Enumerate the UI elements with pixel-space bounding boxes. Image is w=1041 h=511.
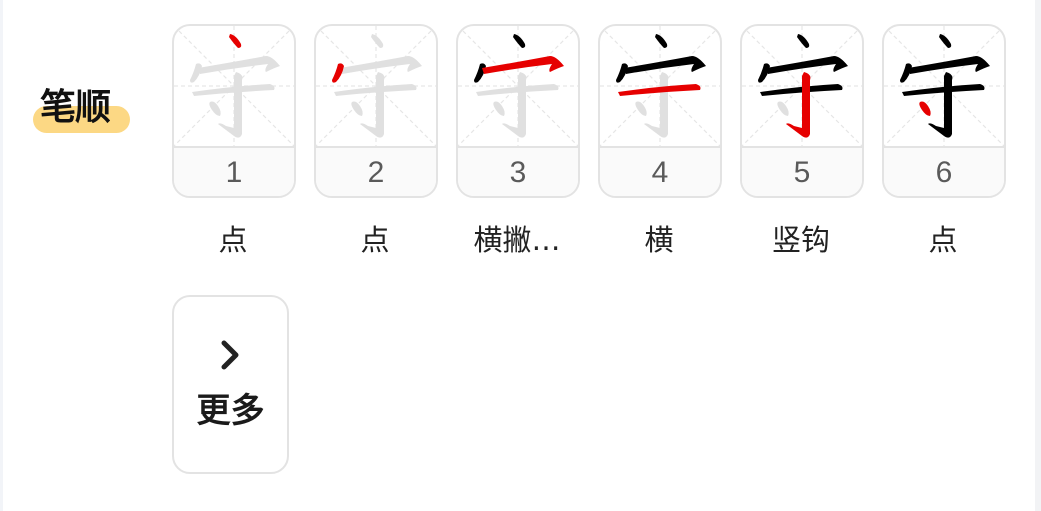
character-grid-icon [884,26,1004,146]
stroke-step-card-2[interactable]: 2 [314,24,438,198]
character-grid-icon [742,26,862,146]
left-edge [0,0,3,511]
chevron-right-icon [221,340,239,370]
more-button[interactable]: 更多 [172,295,289,474]
step-number: 2 [316,146,436,196]
step-number: 3 [458,146,578,196]
character-grid-icon [316,26,436,146]
character-grid-icon [600,26,720,146]
stroke-name: 点 [360,223,390,257]
section-title: 笔顺 [33,84,130,134]
stroke-name: 竖钩 [771,223,830,257]
stroke-name: 横撇… [473,223,561,257]
step-number: 5 [742,146,862,196]
stroke-step-card-1[interactable]: 1 [172,24,296,198]
stroke-step-card-4[interactable]: 4 [598,24,722,198]
step-number: 1 [174,146,294,196]
step-number: 6 [884,146,1004,196]
stroke-name: 横 [644,223,674,257]
stroke-step-card-5[interactable]: 5 [740,24,864,198]
stroke-name: 点 [218,223,248,257]
step-number: 4 [600,146,720,196]
stroke-name: 点 [928,223,958,257]
scrollbar-track[interactable] [1035,0,1041,511]
stroke-step-card-3[interactable]: 3 [456,24,580,198]
section-title-text: 笔顺 [40,87,111,128]
more-button-label: 更多 [196,391,265,431]
stroke-step-card-6[interactable]: 6 [882,24,1006,198]
title-highlight [33,106,130,133]
character-grid-icon [174,26,294,146]
character-grid-icon [458,26,578,146]
